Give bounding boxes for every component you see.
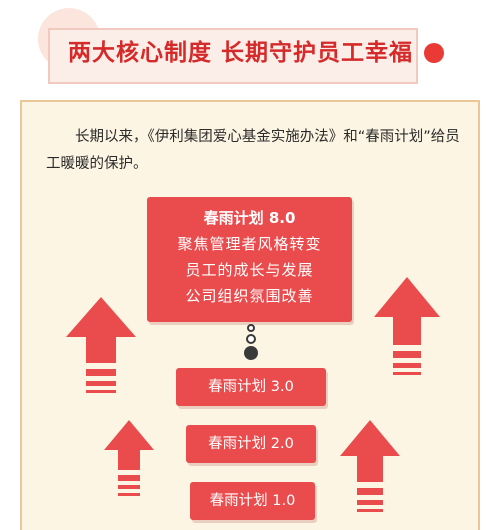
connector-dot-large xyxy=(244,346,258,360)
plan-2-card: 春雨计划 2.0 xyxy=(186,425,316,463)
arrow-up-left-large-icon xyxy=(66,297,136,393)
connector-dots xyxy=(244,324,258,360)
arrow-up-right-small-icon xyxy=(340,420,400,512)
intro-paragraph: 长期以来，《伊利集团爱心基金实施办法》和“春雨计划”给员工暖暖的保护。 xyxy=(46,129,460,172)
page-title: 两大核心制度 长期守护员工幸福 xyxy=(68,39,414,66)
plan-8-title: 春雨计划 8.0 xyxy=(203,209,296,227)
plan-3-card: 春雨计划 3.0 xyxy=(176,368,326,406)
header-banner xyxy=(48,28,418,84)
plan-8-card: 春雨计划 8.0 聚焦管理者风格转变 员工的成长与发展 公司组织氛围改善 xyxy=(147,197,352,322)
connector-dot-middle xyxy=(246,334,256,344)
arrow-up-left-small-icon xyxy=(104,420,154,496)
plan-8-line-3: 公司组织氛围改善 xyxy=(185,287,314,305)
header-red-dot xyxy=(424,43,444,63)
plan-8-line-2: 员工的成长与发展 xyxy=(185,261,314,279)
connector-dot-small xyxy=(247,324,255,332)
plan-1-card: 春雨计划 1.0 xyxy=(190,482,315,520)
plan-8-line-1: 聚焦管理者风格转变 xyxy=(177,235,322,253)
arrow-up-right-large-icon xyxy=(374,277,440,375)
content-panel: 长期以来，《伊利集团爱心基金实施办法》和“春雨计划”给员工暖暖的保护。 春雨计划… xyxy=(20,100,480,530)
